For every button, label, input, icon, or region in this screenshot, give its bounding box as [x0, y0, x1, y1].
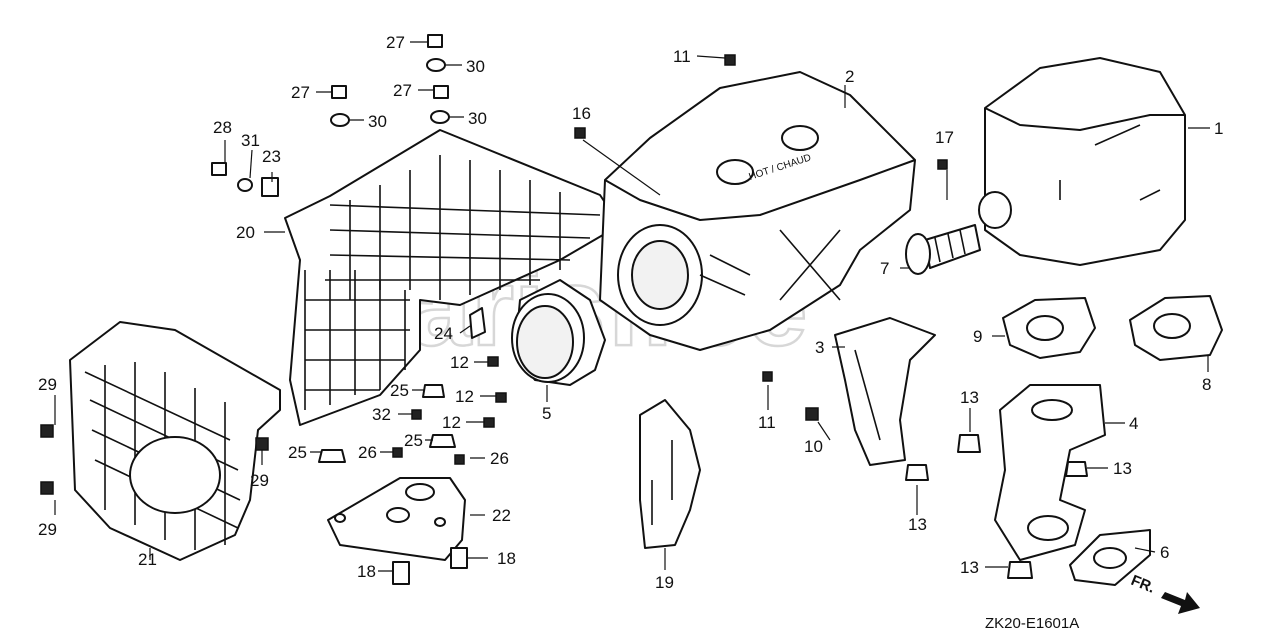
callout-9: 9	[973, 327, 982, 346]
callout-11-bottom: 11	[758, 413, 776, 432]
callout-12-a: 12	[450, 353, 469, 372]
callout-25-c: 25	[404, 431, 423, 450]
callout-17: 17	[935, 128, 954, 147]
part-2-muffler-protector: HOT / CHAUD	[599, 71, 916, 351]
callout-3: 3	[815, 338, 824, 357]
part-5-cover	[511, 279, 606, 386]
part-20-frame	[284, 129, 621, 426]
part-8-gasket	[1129, 295, 1223, 361]
callout-12-b: 12	[455, 387, 474, 406]
callout-28: 28	[213, 118, 232, 137]
callout-31: 31	[241, 131, 260, 150]
part-21-shroud	[69, 321, 281, 561]
callout-18-b: 18	[497, 549, 516, 568]
callout-8: 8	[1202, 375, 1211, 394]
part-6-gasket	[1069, 529, 1151, 586]
callout-4: 4	[1129, 414, 1138, 433]
callout-32: 32	[372, 405, 391, 424]
callout-29-b: 29	[38, 520, 57, 539]
diagram-code: ZK20-E1601A	[985, 615, 1079, 632]
callout-30-b: 30	[368, 112, 387, 131]
callout-12-c: 12	[442, 413, 461, 432]
callout-23: 23	[262, 147, 281, 166]
callout-21: 21	[138, 550, 157, 569]
callout-2: 2	[845, 67, 854, 86]
callout-13-c: 13	[1113, 459, 1132, 478]
callout-6: 6	[1160, 543, 1169, 562]
part-22-plate	[327, 477, 466, 561]
callout-26-a: 26	[358, 443, 377, 462]
front-arrow-label: FR.	[1129, 572, 1158, 597]
callout-5: 5	[542, 404, 551, 423]
callout-29-c: 29	[250, 471, 269, 490]
callout-11-top: 11	[673, 47, 691, 66]
callouts: 1 2 3 4 5 6 7 8 9 10 11 11 12 12 12 13 1…	[38, 33, 1223, 592]
callout-30-c: 30	[468, 109, 487, 128]
part-1-muffler	[978, 57, 1186, 266]
callout-1: 1	[1214, 119, 1223, 138]
callout-30-a: 30	[466, 57, 485, 76]
leader-lines	[54, 41, 1210, 572]
callout-25-b: 25	[390, 381, 409, 400]
part-7-tube	[905, 224, 981, 275]
callout-25-a: 25	[288, 443, 307, 462]
callout-29-a: 29	[38, 375, 57, 394]
callout-20: 20	[236, 223, 255, 242]
front-arrow: FR.	[1129, 572, 1200, 614]
hardware	[40, 34, 1088, 585]
callout-27-c: 27	[393, 81, 412, 100]
callout-13-d: 13	[960, 558, 979, 577]
callout-10: 10	[804, 437, 823, 456]
callout-16: 16	[572, 104, 591, 123]
callout-19: 19	[655, 573, 674, 592]
part-19-shield	[639, 399, 701, 549]
front-arrow-icon	[1161, 592, 1200, 614]
callout-27-a: 27	[386, 33, 405, 52]
callout-22: 22	[492, 506, 511, 525]
callout-13-b: 13	[908, 515, 927, 534]
part-9-gasket	[1002, 297, 1096, 359]
callout-13-a: 13	[960, 388, 979, 407]
callout-18-a: 18	[357, 562, 376, 581]
part-4-manifold	[994, 384, 1106, 561]
part-3-bracket	[834, 317, 936, 466]
callout-27-b: 27	[291, 83, 310, 102]
callout-7: 7	[880, 259, 889, 278]
callout-26-b: 26	[490, 449, 509, 468]
callout-24: 24	[434, 324, 453, 343]
